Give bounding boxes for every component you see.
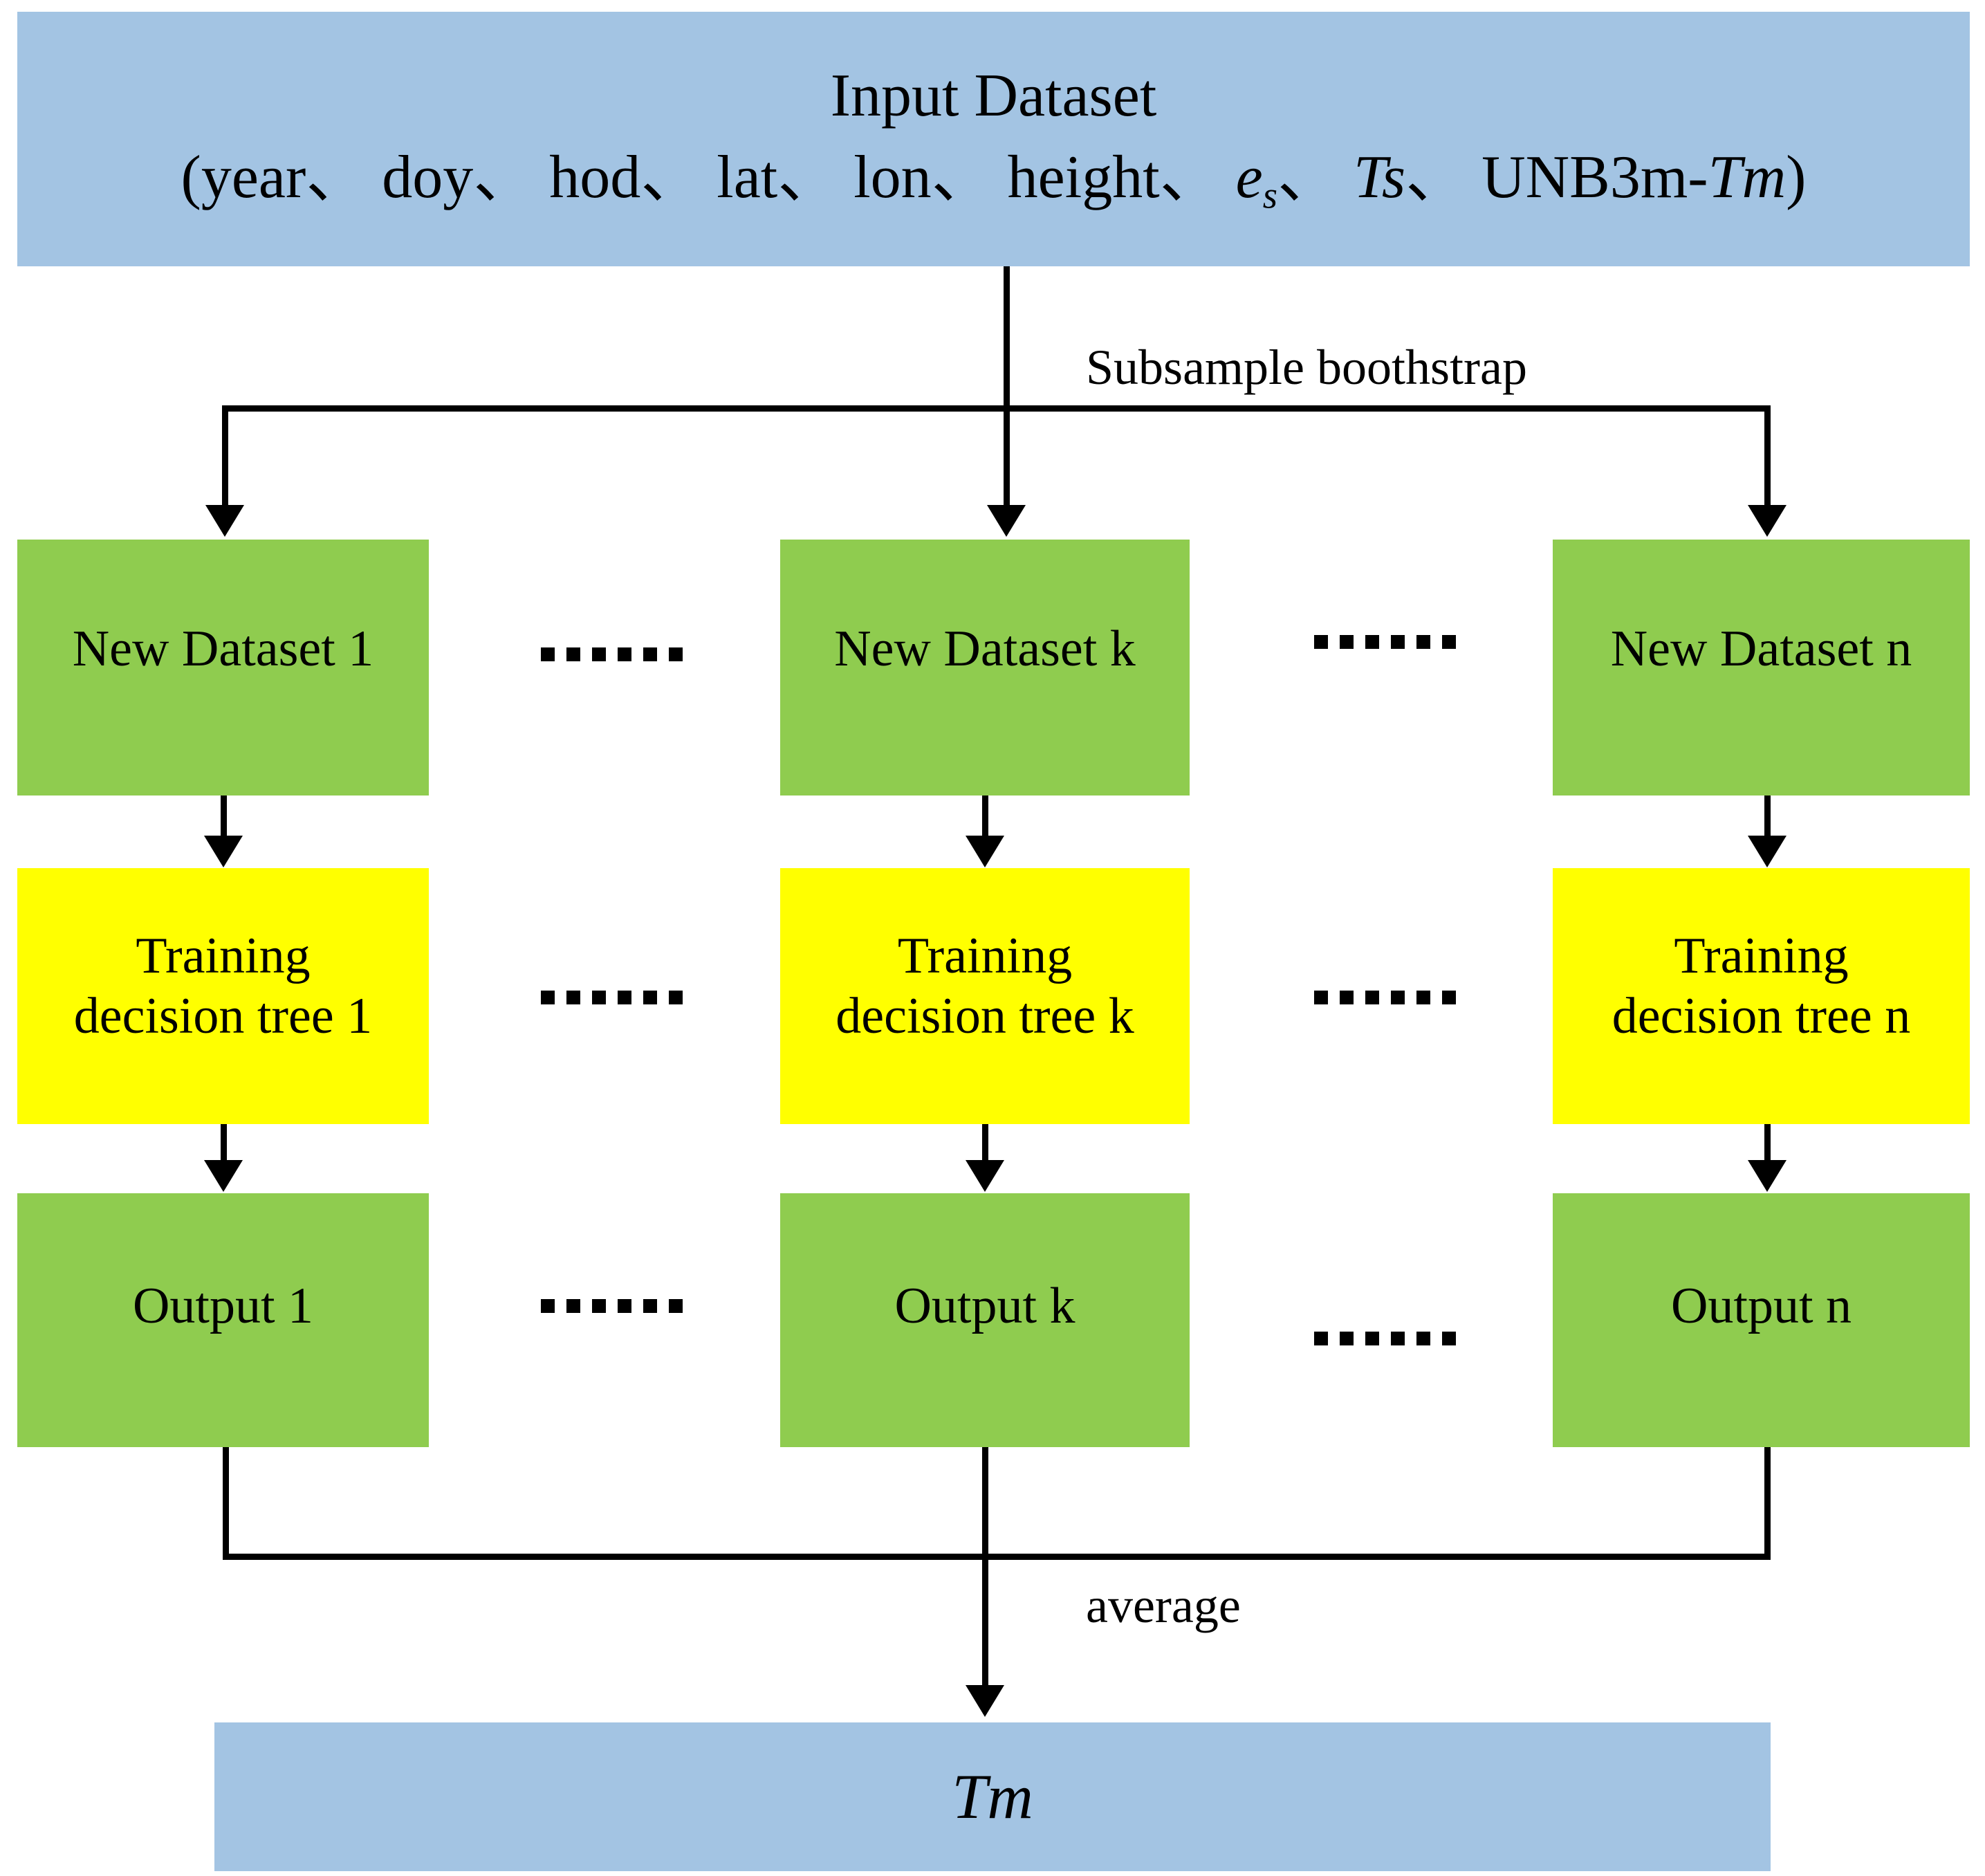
ellipsis-output-left xyxy=(541,1299,683,1313)
connector-input-stem xyxy=(1004,266,1010,412)
arrowhead-to-output-n xyxy=(1748,1160,1786,1192)
result-tm-box: Tm xyxy=(214,1722,1771,1871)
arrowhead-to-dataset-n xyxy=(1748,505,1786,537)
connector-tree1-to-output1 xyxy=(221,1124,227,1167)
arrowhead-to-output-1 xyxy=(204,1160,243,1192)
variable-ts: Ts xyxy=(1353,144,1406,212)
variable-es: e xyxy=(1235,144,1263,212)
ellipsis-dataset-right xyxy=(1314,635,1456,649)
output-box-k-label: Output k xyxy=(894,1277,1075,1334)
connector-treen-to-outputn xyxy=(1764,1124,1771,1167)
output-box-k: Output k xyxy=(780,1193,1190,1447)
output-box-1: Output 1 xyxy=(17,1193,429,1447)
features-prefix: (year、 doy、 hod、 lat、 lon、 height、 xyxy=(181,144,1236,212)
ellipsis-training-left xyxy=(541,991,683,1004)
connector-outputn-down xyxy=(1764,1447,1771,1559)
training-tree-box-n-label: Training decision tree n xyxy=(1612,926,1911,1047)
dataset-box-k-label: New Dataset k xyxy=(834,620,1136,678)
dataset-box-1-label: New Dataset 1 xyxy=(72,620,374,678)
connector-datasetn-to-treen xyxy=(1764,796,1771,843)
training-tree-box-n: Training decision tree n xyxy=(1553,868,1970,1124)
variable-es-subscript: s xyxy=(1262,174,1277,217)
connector-datasetk-to-treek xyxy=(982,796,988,843)
output-box-1-label: Output 1 xyxy=(132,1277,314,1334)
training-tree-box-k: Training decision tree k xyxy=(780,868,1190,1124)
edge-label-average: average xyxy=(1086,1578,1241,1633)
output-box-n: Output n xyxy=(1553,1193,1970,1447)
connector-branch-bar xyxy=(225,405,1771,412)
training-tree-box-k-label: Training decision tree k xyxy=(835,926,1134,1047)
arrowhead-to-dataset-k xyxy=(987,505,1026,537)
input-dataset-features: (year、 doy、 hod、 lat、 lon、 height、 es、 T… xyxy=(181,142,1807,218)
training-tree-n-line1: Training xyxy=(1674,927,1849,984)
dataset-box-k: New Dataset k xyxy=(780,540,1190,796)
training-tree-k-line2: decision tree k xyxy=(835,988,1134,1045)
connector-output1-down xyxy=(223,1447,229,1559)
training-tree-box-1-label: Training decision tree 1 xyxy=(74,926,373,1047)
training-tree-box-1: Training decision tree 1 xyxy=(17,868,429,1124)
variable-tm: Tm xyxy=(1708,144,1786,212)
arrowhead-to-tree-n xyxy=(1748,836,1786,867)
connector-branch-right xyxy=(1764,405,1771,511)
ellipsis-dataset-left xyxy=(541,647,683,661)
ellipsis-output-right xyxy=(1314,1332,1456,1345)
ellipsis-training-right xyxy=(1314,991,1456,1004)
connector-dataset1-to-tree1 xyxy=(221,796,227,843)
features-suffix: ) xyxy=(1786,144,1807,212)
training-tree-1-line1: Training xyxy=(136,927,311,984)
output-box-n-label: Output n xyxy=(1670,1277,1852,1334)
arrowhead-to-output-k xyxy=(966,1160,1004,1192)
dataset-box-n-label: New Dataset n xyxy=(1610,620,1912,678)
connector-branch-middle xyxy=(1004,405,1010,511)
input-dataset-box: Input Dataset (year、 doy、 hod、 lat、 lon、… xyxy=(17,12,1970,266)
connector-treek-to-outputk xyxy=(982,1124,988,1167)
features-separator-2: 、 UNB3m- xyxy=(1405,144,1708,212)
features-separator-1: 、 xyxy=(1277,144,1354,212)
connector-merge-bar xyxy=(223,1554,1771,1560)
training-tree-n-line2: decision tree n xyxy=(1612,988,1911,1045)
arrowhead-to-result xyxy=(966,1685,1004,1717)
arrowhead-to-tree-k xyxy=(966,836,1004,867)
input-dataset-title: Input Dataset xyxy=(830,62,1157,130)
connector-merge-stem xyxy=(982,1554,988,1691)
connector-branch-left xyxy=(222,405,228,511)
training-tree-k-line1: Training xyxy=(897,927,1073,984)
dataset-box-n: New Dataset n xyxy=(1553,540,1970,796)
training-tree-1-line2: decision tree 1 xyxy=(73,988,373,1045)
arrowhead-to-tree-1 xyxy=(204,836,243,867)
arrowhead-to-dataset-1 xyxy=(205,505,244,537)
result-tm-label: Tm xyxy=(952,1761,1033,1832)
dataset-box-1: New Dataset 1 xyxy=(17,540,429,796)
edge-label-subsample: Subsample boothstrap xyxy=(1086,340,1527,395)
connector-outputk-down xyxy=(982,1447,988,1559)
